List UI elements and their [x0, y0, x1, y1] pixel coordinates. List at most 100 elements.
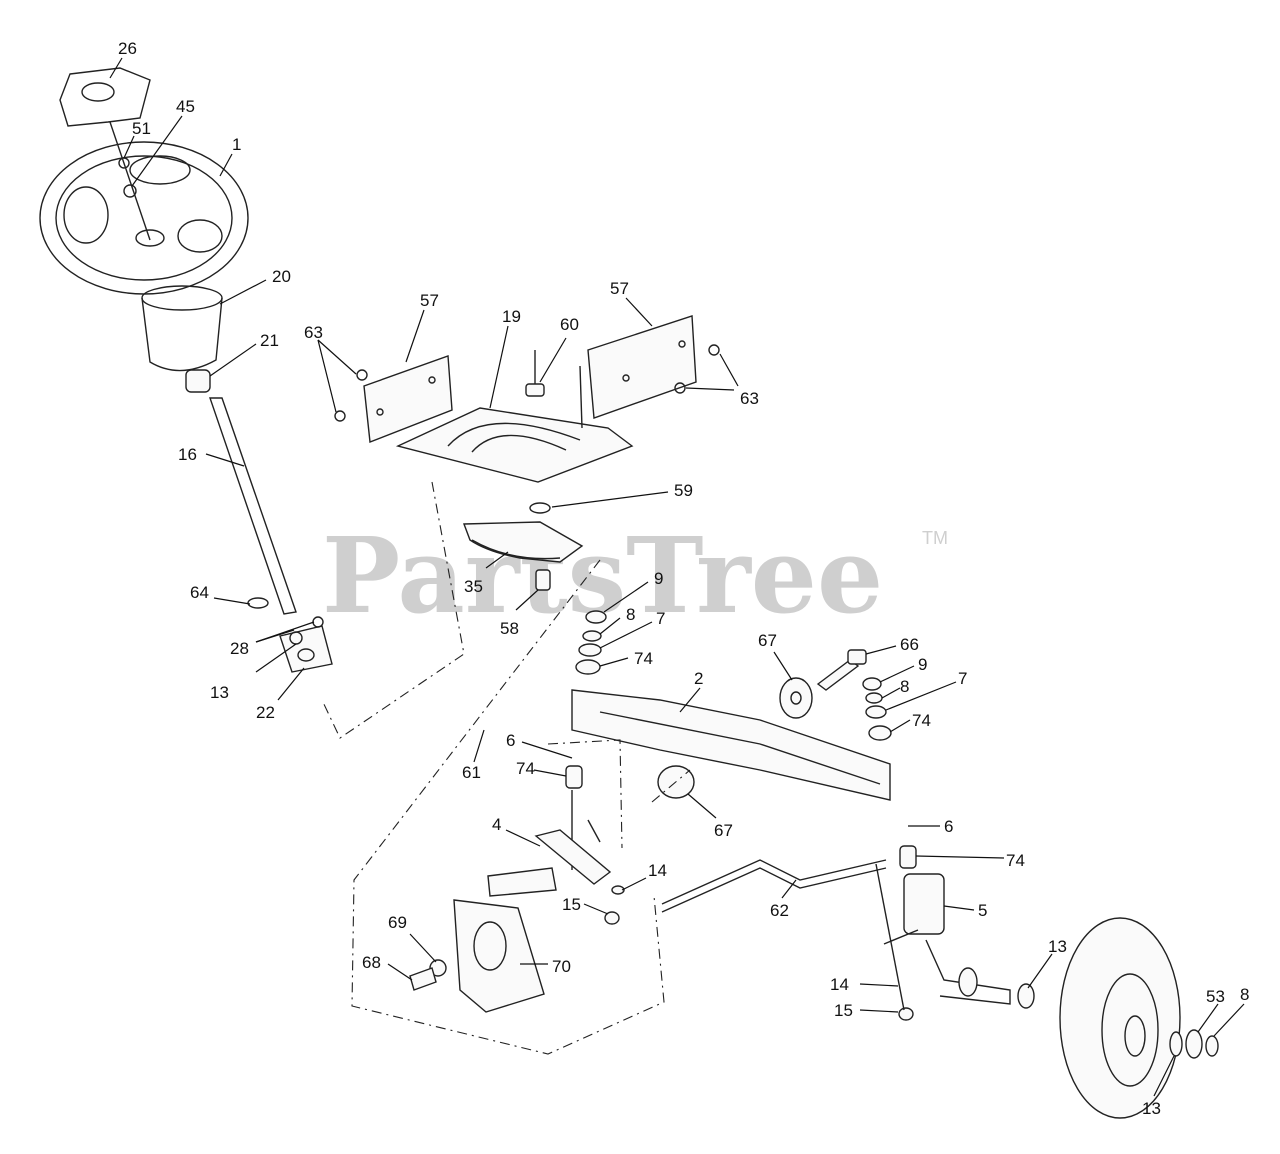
leader-66 [865, 645, 897, 655]
leader-9-right [879, 665, 915, 683]
part-spindle-5 [903, 873, 945, 935]
phantom-bracket-left [321, 481, 465, 739]
part-plate-hole-4 [622, 374, 630, 382]
leader-9-left [603, 581, 649, 613]
part-nut-15-right [898, 1007, 914, 1021]
leader-26 [109, 57, 123, 79]
callout-22: 22 [256, 703, 275, 722]
leader-15-left [583, 903, 609, 915]
leader-61 [473, 729, 485, 763]
part-bolt-63-b [334, 410, 346, 422]
part-wheel-window-left [63, 186, 109, 244]
callout-14-right: 14 [830, 975, 849, 994]
part-boot-top [141, 285, 223, 311]
part-steering-wheel-inner [55, 155, 233, 281]
leader-53 [1197, 1003, 1219, 1033]
part-washer-45 [123, 184, 137, 198]
callout-62: 62 [770, 901, 789, 920]
callout-67-bottom: 67 [714, 821, 733, 840]
part-washer-53 [1185, 1029, 1203, 1059]
callout-45: 45 [176, 97, 195, 116]
part-bracket-70-hole [473, 921, 507, 971]
callout-8-left: 8 [626, 605, 635, 624]
callout-13-right-top: 13 [1048, 937, 1067, 956]
callout-9-left: 9 [654, 569, 663, 588]
callout-8-right: 8 [900, 677, 909, 696]
callout-26: 26 [118, 39, 137, 58]
leader-22 [277, 667, 305, 701]
part-bracket-70 [453, 899, 545, 1013]
callout-64: 64 [190, 583, 209, 602]
part-spindle-right-arm [883, 929, 919, 945]
part-nut-9-left [585, 610, 607, 624]
callout-7-left: 7 [656, 609, 665, 628]
leader-74-left-top [599, 657, 629, 667]
leader-69 [409, 933, 437, 963]
callout-74-left: 74 [516, 759, 535, 778]
part-spindle-4 [534, 829, 612, 885]
callout-20: 20 [272, 267, 291, 286]
part-drag-link [661, 859, 887, 905]
callout-13-left: 13 [210, 683, 229, 702]
part-bushing-74-left-top [575, 659, 601, 675]
callout-14-left: 14 [648, 861, 667, 880]
part-spindle-right-stub [925, 939, 1011, 1005]
leader-59 [551, 491, 669, 508]
leader-74-right-top [889, 719, 911, 733]
leader-14-left [621, 877, 647, 891]
leader-58 [515, 589, 539, 611]
callout-66: 66 [900, 635, 919, 654]
callout-15-left: 15 [562, 895, 581, 914]
callout-74-right-top: 74 [912, 711, 931, 730]
part-cap-hole [81, 82, 115, 102]
callout-57-left: 57 [420, 291, 439, 310]
callout-7-right: 7 [958, 669, 967, 688]
part-bushing-74-right [899, 845, 917, 869]
part-sector-gear [462, 521, 584, 563]
parts [39, 67, 1219, 1119]
part-pin-64 [247, 597, 269, 609]
callout-6-right: 6 [944, 817, 953, 836]
part-bushing-74-left [565, 765, 583, 789]
part-washer-7-left [578, 643, 602, 657]
leader-13-left [255, 643, 297, 673]
part-wheel-hubcap [1124, 1015, 1146, 1057]
part-washer-8-right [865, 692, 883, 704]
part-washer-59 [529, 502, 551, 514]
leader-4 [505, 829, 541, 847]
callout-57-right: 57 [610, 279, 629, 298]
leader-28b [255, 621, 315, 643]
part-bolt-58 [535, 569, 551, 591]
callout-53: 53 [1206, 987, 1225, 1006]
callout-8-wheel: 8 [1240, 985, 1249, 1004]
part-plate-hole-3 [678, 340, 686, 348]
leader-63-right-a [719, 353, 739, 387]
leader-1 [219, 153, 233, 177]
leader-57-right [625, 297, 653, 327]
part-bracket-upright [579, 365, 583, 429]
callout-28: 28 [230, 639, 249, 658]
callout-1: 1 [232, 135, 241, 154]
leader-63-left-b [317, 339, 337, 413]
callout-6-left: 6 [506, 731, 515, 750]
part-spacer-13-right [958, 967, 978, 997]
part-nut-60 [525, 383, 545, 397]
callout-19: 19 [502, 307, 521, 326]
callout-60: 60 [560, 315, 579, 334]
part-wheel-rim [1101, 973, 1159, 1087]
part-front-wheel [1059, 917, 1181, 1119]
part-spacer-13-hub [1017, 983, 1035, 1009]
callout-16: 16 [178, 445, 197, 464]
callout-21: 21 [260, 331, 279, 350]
leader-67-bottom [687, 793, 717, 819]
callout-67-top: 67 [758, 631, 777, 650]
leader-67-top [773, 651, 793, 681]
callout-labels: 26 45 51 1 20 21 16 64 28 13 22 57 63 19… [118, 39, 1249, 1118]
leader-7-left [599, 621, 653, 649]
callout-61: 61 [462, 763, 481, 782]
callout-59: 59 [674, 481, 693, 500]
part-bracket-hole [297, 648, 315, 662]
callout-63-left: 63 [304, 323, 323, 342]
callout-58: 58 [500, 619, 519, 638]
